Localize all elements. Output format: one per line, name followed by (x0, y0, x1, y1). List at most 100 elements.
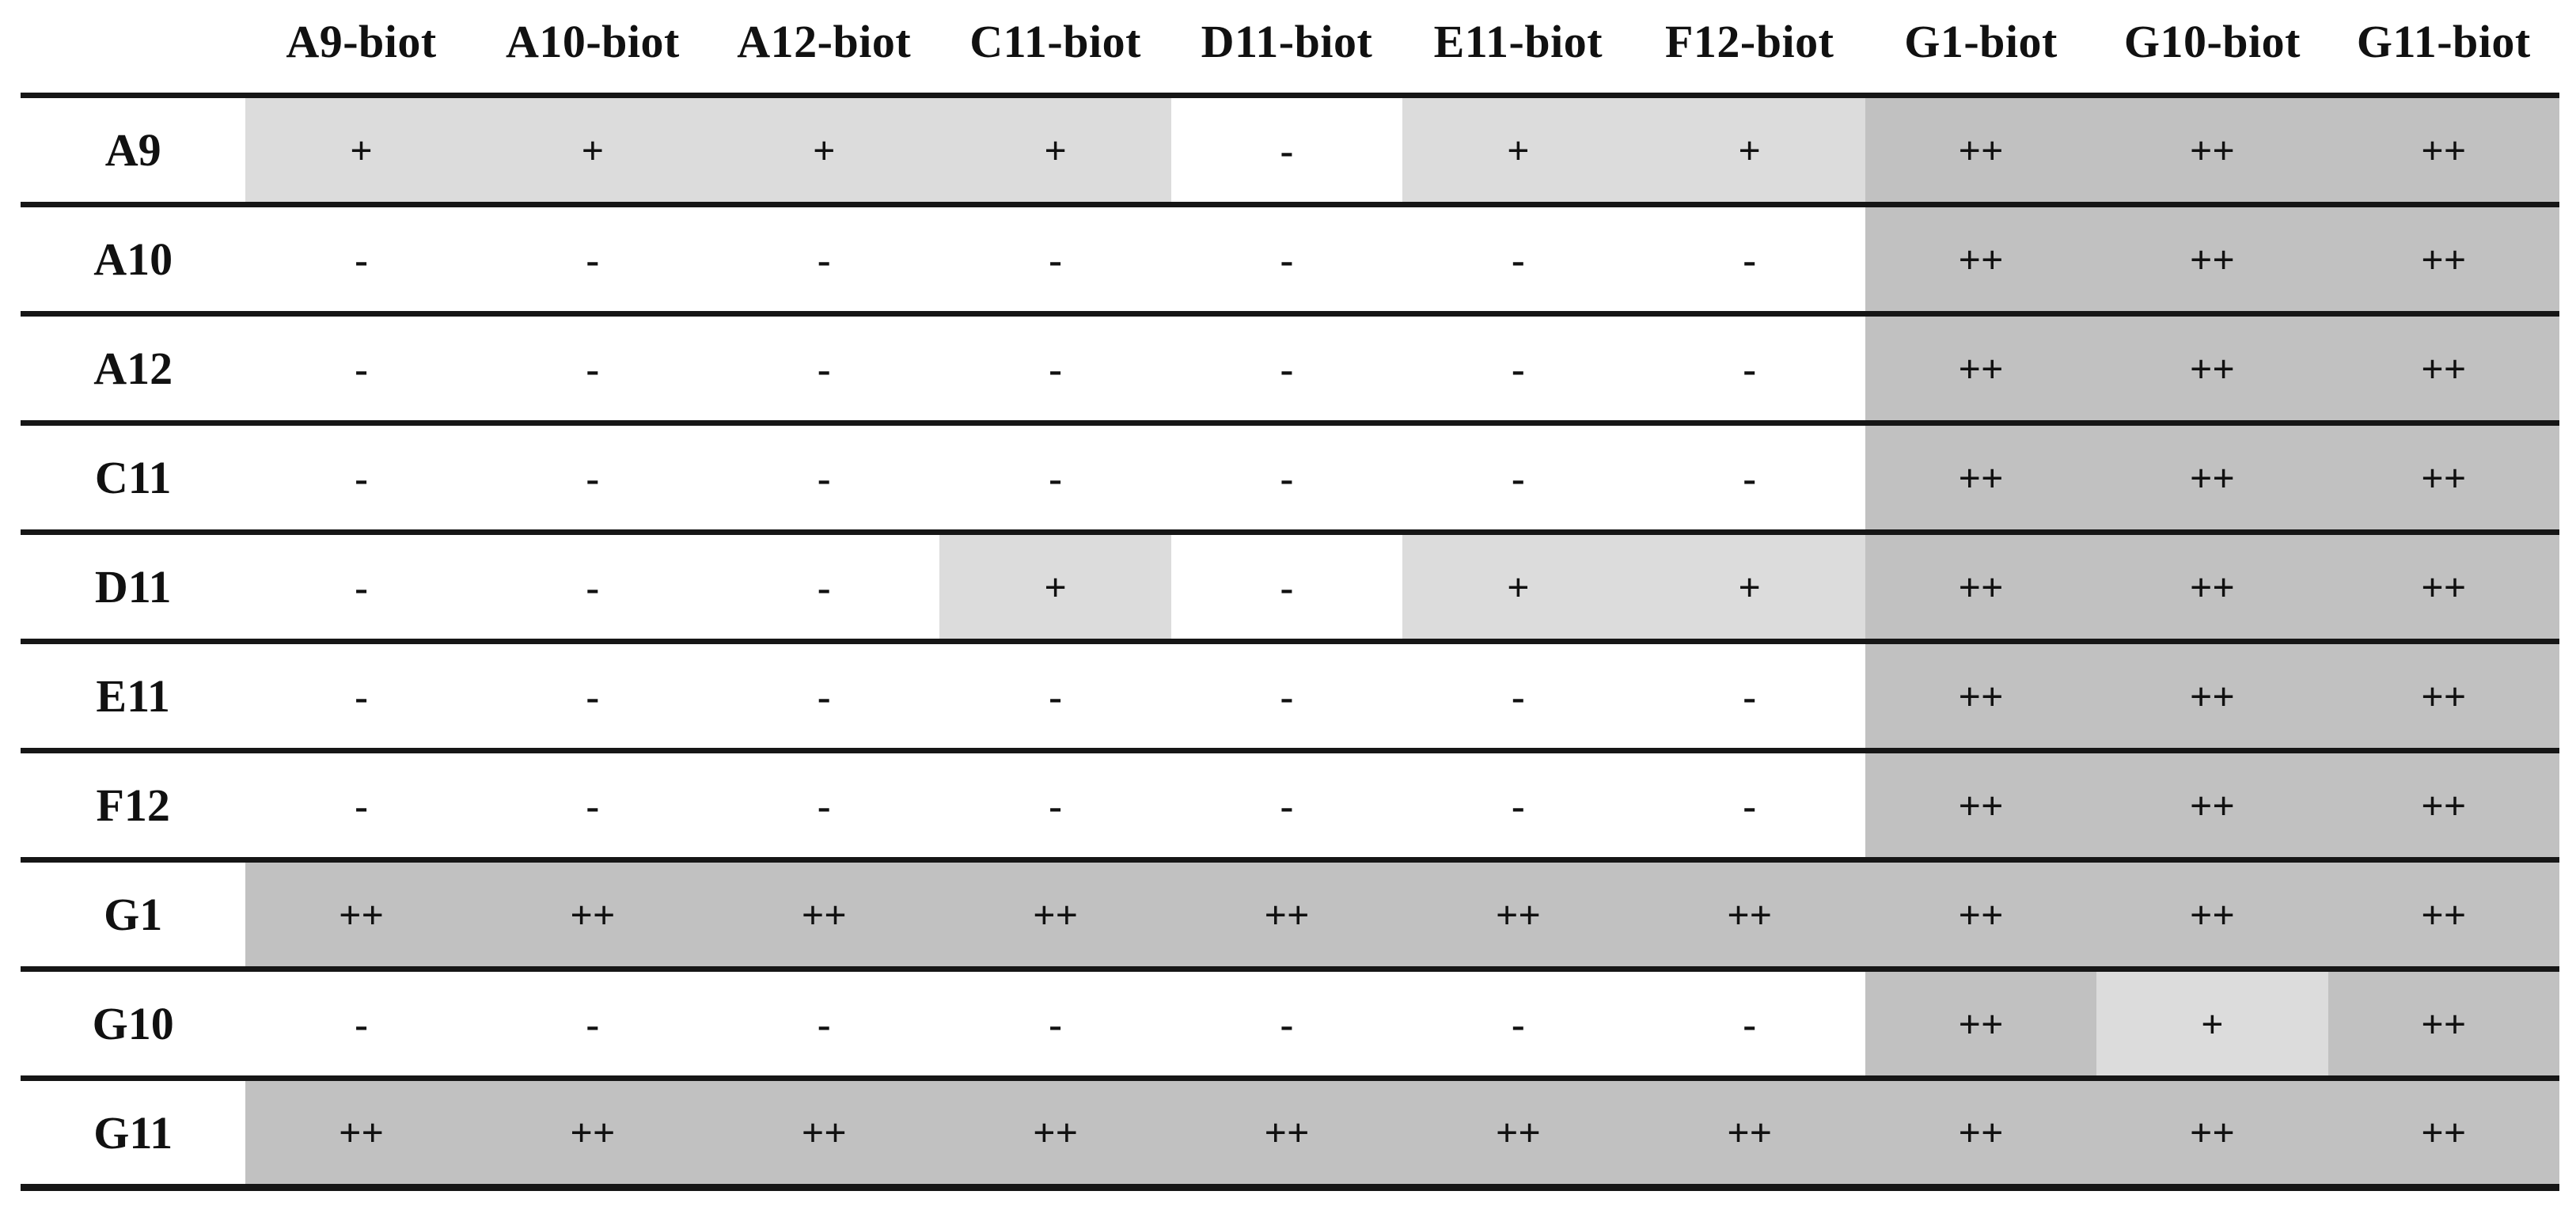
column-header: A10-biot (476, 0, 709, 98)
reactivity-cell: ++ (2328, 859, 2559, 972)
reactivity-cell: + (1402, 95, 1634, 207)
row-label: F12 (21, 750, 246, 863)
table-row: D11---+-++++++++ (21, 532, 2559, 644)
reactivity-cell: ++ (2328, 95, 2559, 207)
reactivity-cell: - (1633, 204, 1865, 317)
reactivity-cell: ++ (2096, 95, 2328, 207)
reactivity-cell: - (245, 532, 477, 644)
reactivity-cell: - (1402, 204, 1634, 317)
reactivity-cell: - (939, 750, 1171, 863)
reactivity-cell: - (1402, 750, 1634, 863)
reactivity-cell: - (939, 423, 1171, 535)
reactivity-cell: ++ (2096, 423, 2328, 535)
reactivity-cell: - (476, 969, 709, 1081)
reactivity-cell: - (245, 204, 477, 317)
reactivity-cell: + (1402, 532, 1634, 644)
reactivity-cell: - (1170, 423, 1403, 535)
row-label: A12 (21, 313, 246, 426)
reactivity-cell: - (1633, 750, 1865, 863)
table-row: A9++++-++++++++ (21, 95, 2559, 207)
reactivity-cell: - (476, 313, 709, 426)
row-label: C11 (21, 423, 246, 535)
reactivity-cell: ++ (1633, 859, 1865, 972)
reactivity-cell: - (708, 532, 940, 644)
column-header: A12-biot (708, 0, 940, 98)
reactivity-cell: - (476, 204, 709, 317)
reactivity-cell: ++ (1402, 859, 1634, 972)
reactivity-cell: + (708, 95, 940, 207)
reactivity-cell: + (476, 95, 709, 207)
table-row: E11-------++++++ (21, 641, 2559, 753)
reactivity-cell: + (939, 95, 1171, 207)
table-row: G11++++++++++++++++++++ (21, 1078, 2559, 1191)
reactivity-cell: - (1402, 423, 1634, 535)
reactivity-cell: ++ (245, 1078, 477, 1191)
reactivity-cell: - (1170, 750, 1403, 863)
reactivity-cell: - (1633, 313, 1865, 426)
reactivity-cell: - (245, 641, 477, 753)
reactivity-cell: - (1402, 641, 1634, 753)
reactivity-cell: ++ (1170, 1078, 1403, 1191)
column-header: D11-biot (1170, 0, 1403, 98)
reactivity-cell: - (1633, 641, 1865, 753)
reactivity-cell: - (245, 969, 477, 1081)
row-label: D11 (21, 532, 246, 644)
reactivity-cell: ++ (2328, 969, 2559, 1081)
reactivity-cell: ++ (245, 859, 477, 972)
reactivity-cell: - (1170, 532, 1403, 644)
reactivity-cell: - (1633, 969, 1865, 1081)
reactivity-cell: ++ (2328, 423, 2559, 535)
reactivity-cell: - (1170, 969, 1403, 1081)
reactivity-cell: + (939, 532, 1171, 644)
table-row: G10-------+++++ (21, 969, 2559, 1081)
reactivity-cell: ++ (2096, 750, 2328, 863)
reactivity-cell: - (708, 204, 940, 317)
reactivity-cell: - (939, 969, 1171, 1081)
reactivity-cell: + (2096, 969, 2328, 1081)
reactivity-cell: - (1170, 95, 1403, 207)
reactivity-cell: - (1170, 313, 1403, 426)
table-row: F12-------++++++ (21, 750, 2559, 863)
reactivity-cell: ++ (2328, 750, 2559, 863)
reactivity-cell: - (476, 423, 709, 535)
reactivity-cell: + (1633, 95, 1865, 207)
table-body: A9++++-++++++++A10-------++++++A12------… (21, 95, 2559, 1191)
reactivity-cell: ++ (1865, 750, 2097, 863)
reactivity-cell: - (1402, 969, 1634, 1081)
reactivity-cell: - (1170, 641, 1403, 753)
reactivity-cell: ++ (2096, 1078, 2328, 1191)
column-header: C11-biot (939, 0, 1171, 98)
reactivity-cell: ++ (476, 1078, 709, 1191)
reactivity-cell: ++ (1170, 859, 1403, 972)
reactivity-cell: - (939, 204, 1171, 317)
reactivity-cell: ++ (2328, 204, 2559, 317)
reactivity-cell: ++ (939, 1078, 1171, 1191)
reactivity-cell: ++ (1865, 95, 2097, 207)
reactivity-cell: - (1170, 204, 1403, 317)
table-row: G1++++++++++++++++++++ (21, 859, 2559, 972)
reactivity-cell: - (708, 750, 940, 863)
reactivity-cell: - (708, 423, 940, 535)
row-label: A9 (21, 95, 246, 207)
reactivity-cell: ++ (1865, 969, 2097, 1081)
reactivity-cell: ++ (1865, 313, 2097, 426)
table-row: C11-------++++++ (21, 423, 2559, 535)
column-header: G11-biot (2328, 0, 2559, 98)
reactivity-cell: ++ (2096, 532, 2328, 644)
reactivity-cell: - (476, 750, 709, 863)
reactivity-cell: ++ (2328, 1078, 2559, 1191)
reactivity-cell: ++ (2328, 313, 2559, 426)
reactivity-cell: - (708, 313, 940, 426)
reactivity-cell: - (476, 641, 709, 753)
row-label: E11 (21, 641, 246, 753)
reactivity-cell: + (1633, 532, 1865, 644)
reactivity-cell: - (939, 641, 1171, 753)
reactivity-cell: ++ (1865, 641, 2097, 753)
column-header: E11-biot (1402, 0, 1634, 98)
reactivity-cell: - (1633, 423, 1865, 535)
reactivity-cell: ++ (2328, 532, 2559, 644)
reactivity-cell: ++ (939, 859, 1171, 972)
